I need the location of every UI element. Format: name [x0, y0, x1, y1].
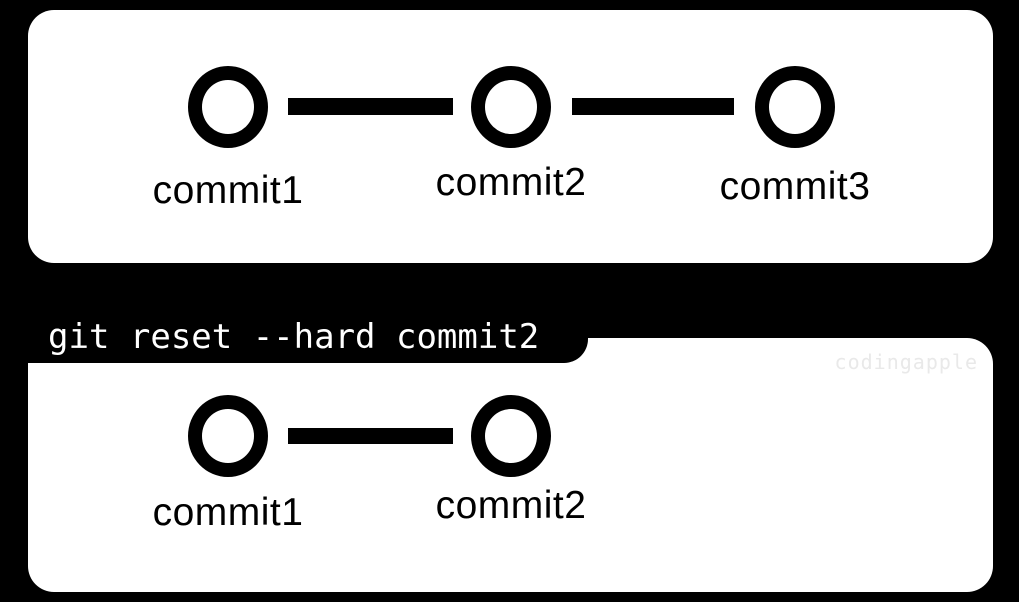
command-tab: git reset --hard commit2: [28, 306, 588, 363]
connector-line: [288, 428, 453, 444]
commit-circle-icon: [471, 66, 551, 148]
commit-label: commit3: [719, 165, 871, 208]
commit-circle-icon: [755, 66, 835, 148]
commit-circle-icon: [188, 395, 268, 477]
watermark-text: codingapple: [834, 350, 978, 374]
connector-line: [572, 98, 734, 115]
connector-line: [288, 98, 453, 115]
commit-circle-icon: [471, 395, 551, 477]
commit-label: commit1: [152, 491, 304, 534]
before-panel: commit1 commit2 commit3: [28, 10, 993, 263]
commit-label: commit2: [435, 161, 587, 204]
commit-label: commit2: [435, 484, 587, 527]
command-text: git reset --hard commit2: [48, 317, 540, 357]
commit-label: commit1: [152, 169, 304, 212]
commit-circle-icon: [188, 66, 268, 148]
after-panel: codingapple commit1 commit2: [28, 338, 993, 592]
